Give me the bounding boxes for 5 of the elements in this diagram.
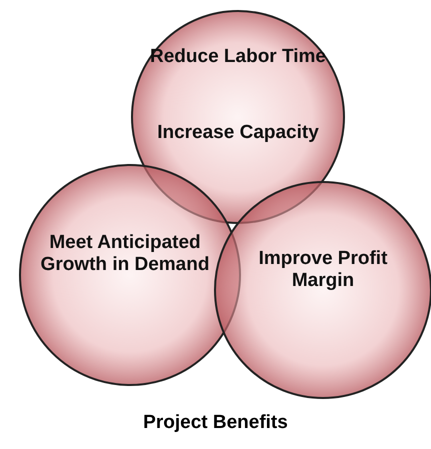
circle-label: Increase Capacity (156, 122, 320, 144)
circle-label: Improve Profit Margin (258, 248, 388, 292)
caption: Project Benefits (142, 412, 289, 434)
circle-label: Reduce Labor Time (150, 46, 326, 68)
circle-label: Meet Anticipated Growth in Demand (40, 232, 210, 276)
